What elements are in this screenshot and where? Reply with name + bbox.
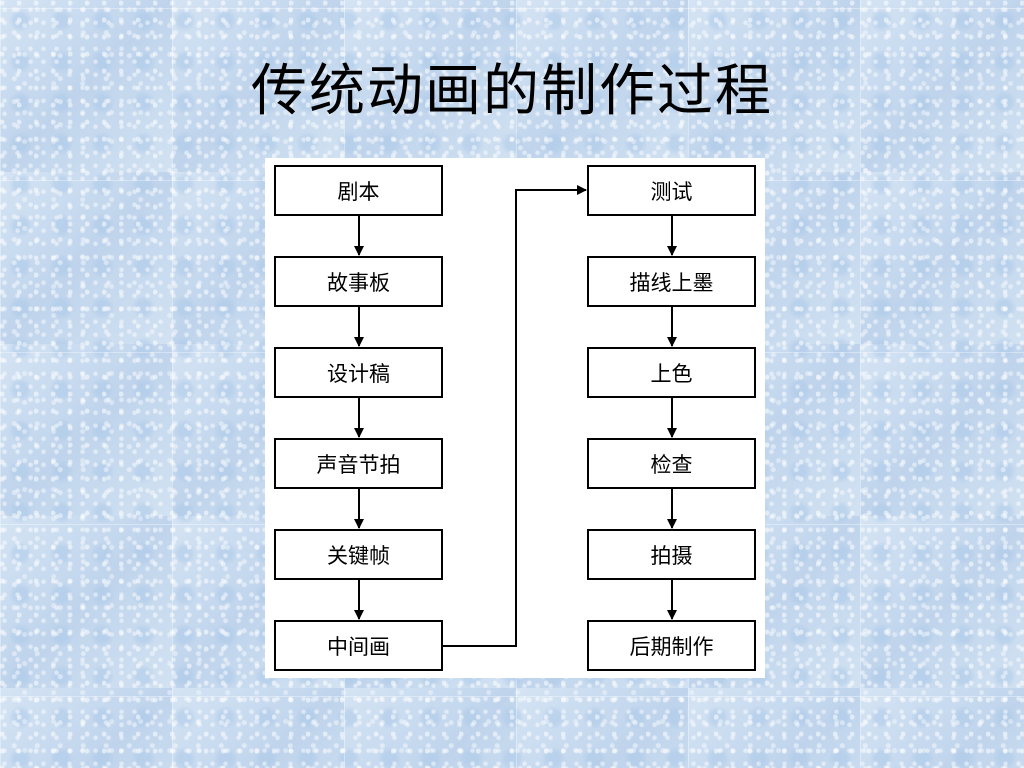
step-test: 测试 — [587, 165, 756, 216]
step-storyboard: 故事板 — [274, 256, 443, 307]
step-check: 检查 — [587, 438, 756, 489]
step-sound-beat: 声音节拍 — [274, 438, 443, 489]
step-inbetweens: 中间画 — [274, 620, 443, 671]
step-script: 剧本 — [274, 165, 443, 216]
step-layout-design: 设计稿 — [274, 347, 443, 398]
arrow-connector — [443, 185, 587, 647]
step-ink-lines: 描线上墨 — [587, 256, 756, 307]
flowchart-connectors — [354, 185, 677, 647]
step-shooting: 拍摄 — [587, 529, 756, 580]
step-post-production: 后期制作 — [587, 620, 756, 671]
step-coloring: 上色 — [587, 347, 756, 398]
flowchart-panel: 剧本 故事板 设计稿 声音节拍 关键帧 中间画 测试 描线上墨 上色 检查 拍摄… — [265, 158, 765, 678]
slide-title: 传统动画的制作过程 — [251, 59, 773, 124]
step-key-frames: 关键帧 — [274, 529, 443, 580]
